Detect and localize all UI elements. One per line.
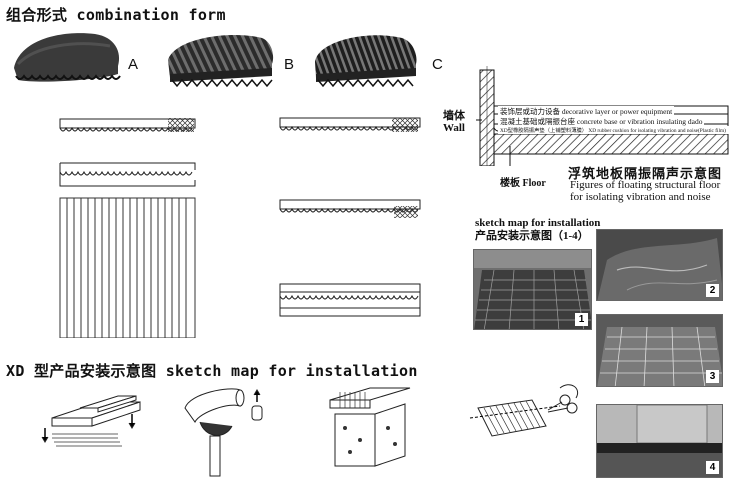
sketch-stairs xyxy=(41,395,141,447)
pad-a-illustration xyxy=(14,33,121,82)
layer-decorative: 装饰层或动力设备 decorative layer or power equip… xyxy=(498,106,675,117)
photo-number-2: 2 xyxy=(706,284,719,297)
pad-illustrations xyxy=(14,33,417,88)
form-label-a: A xyxy=(128,56,139,73)
form-label-c: C xyxy=(432,56,443,73)
pad-b-illustration xyxy=(168,34,274,88)
floor-title-cn: 浮筑地板隔振隔声示意图 xyxy=(568,166,723,181)
photo-number-3: 3 xyxy=(706,370,719,383)
page-title: 组合形式 combination form xyxy=(6,6,226,24)
section-a-plan xyxy=(59,197,196,338)
install-photo-2: 2 xyxy=(596,229,723,301)
pad-c-illustration xyxy=(315,35,417,88)
cross-section-drawings xyxy=(59,117,421,338)
install-map-cn: 产品安装示意图（1-4） xyxy=(475,230,589,242)
form-label-b: B xyxy=(284,56,295,73)
section-a-1 xyxy=(59,118,196,132)
section-c-2 xyxy=(279,283,421,317)
floor-label-en: Floor xyxy=(522,178,546,189)
floor-title-en-2: for isolating vibration and noise xyxy=(570,191,711,203)
layer-concrete: 混凝土基础或隔振台座 concrete base or vibration in… xyxy=(498,116,705,127)
wall-label-en: Wall xyxy=(442,122,465,134)
sketch-beam-mount xyxy=(329,387,411,467)
section-b-1 xyxy=(279,117,421,132)
sketch-cutting xyxy=(469,384,578,437)
install-photo-1: 1 xyxy=(473,249,592,330)
layer-cushion: XD型橡胶隔振声垫（上铺塑料薄膜） XD rubber cushion for … xyxy=(498,126,734,134)
section-a-2 xyxy=(59,162,196,187)
bottom-title: XD 型产品安装示意图 sketch map for installation xyxy=(6,362,418,380)
section-c-1 xyxy=(279,199,421,218)
install-photo-4: 4 xyxy=(596,404,723,478)
install-photo-3: 3 xyxy=(596,314,723,387)
floor-title-en-1: Figures of floating structural floor xyxy=(570,179,721,191)
wall-label-cn: 墙体 xyxy=(443,110,465,122)
install-map-en: sketch map for installation xyxy=(475,217,601,229)
sketch-pipe-hanger xyxy=(184,388,263,477)
installation-sketches xyxy=(41,384,578,477)
floor-label-cn: 楼板 xyxy=(500,178,520,189)
photo-number-1: 1 xyxy=(575,313,588,326)
photo-number-4: 4 xyxy=(706,461,719,474)
